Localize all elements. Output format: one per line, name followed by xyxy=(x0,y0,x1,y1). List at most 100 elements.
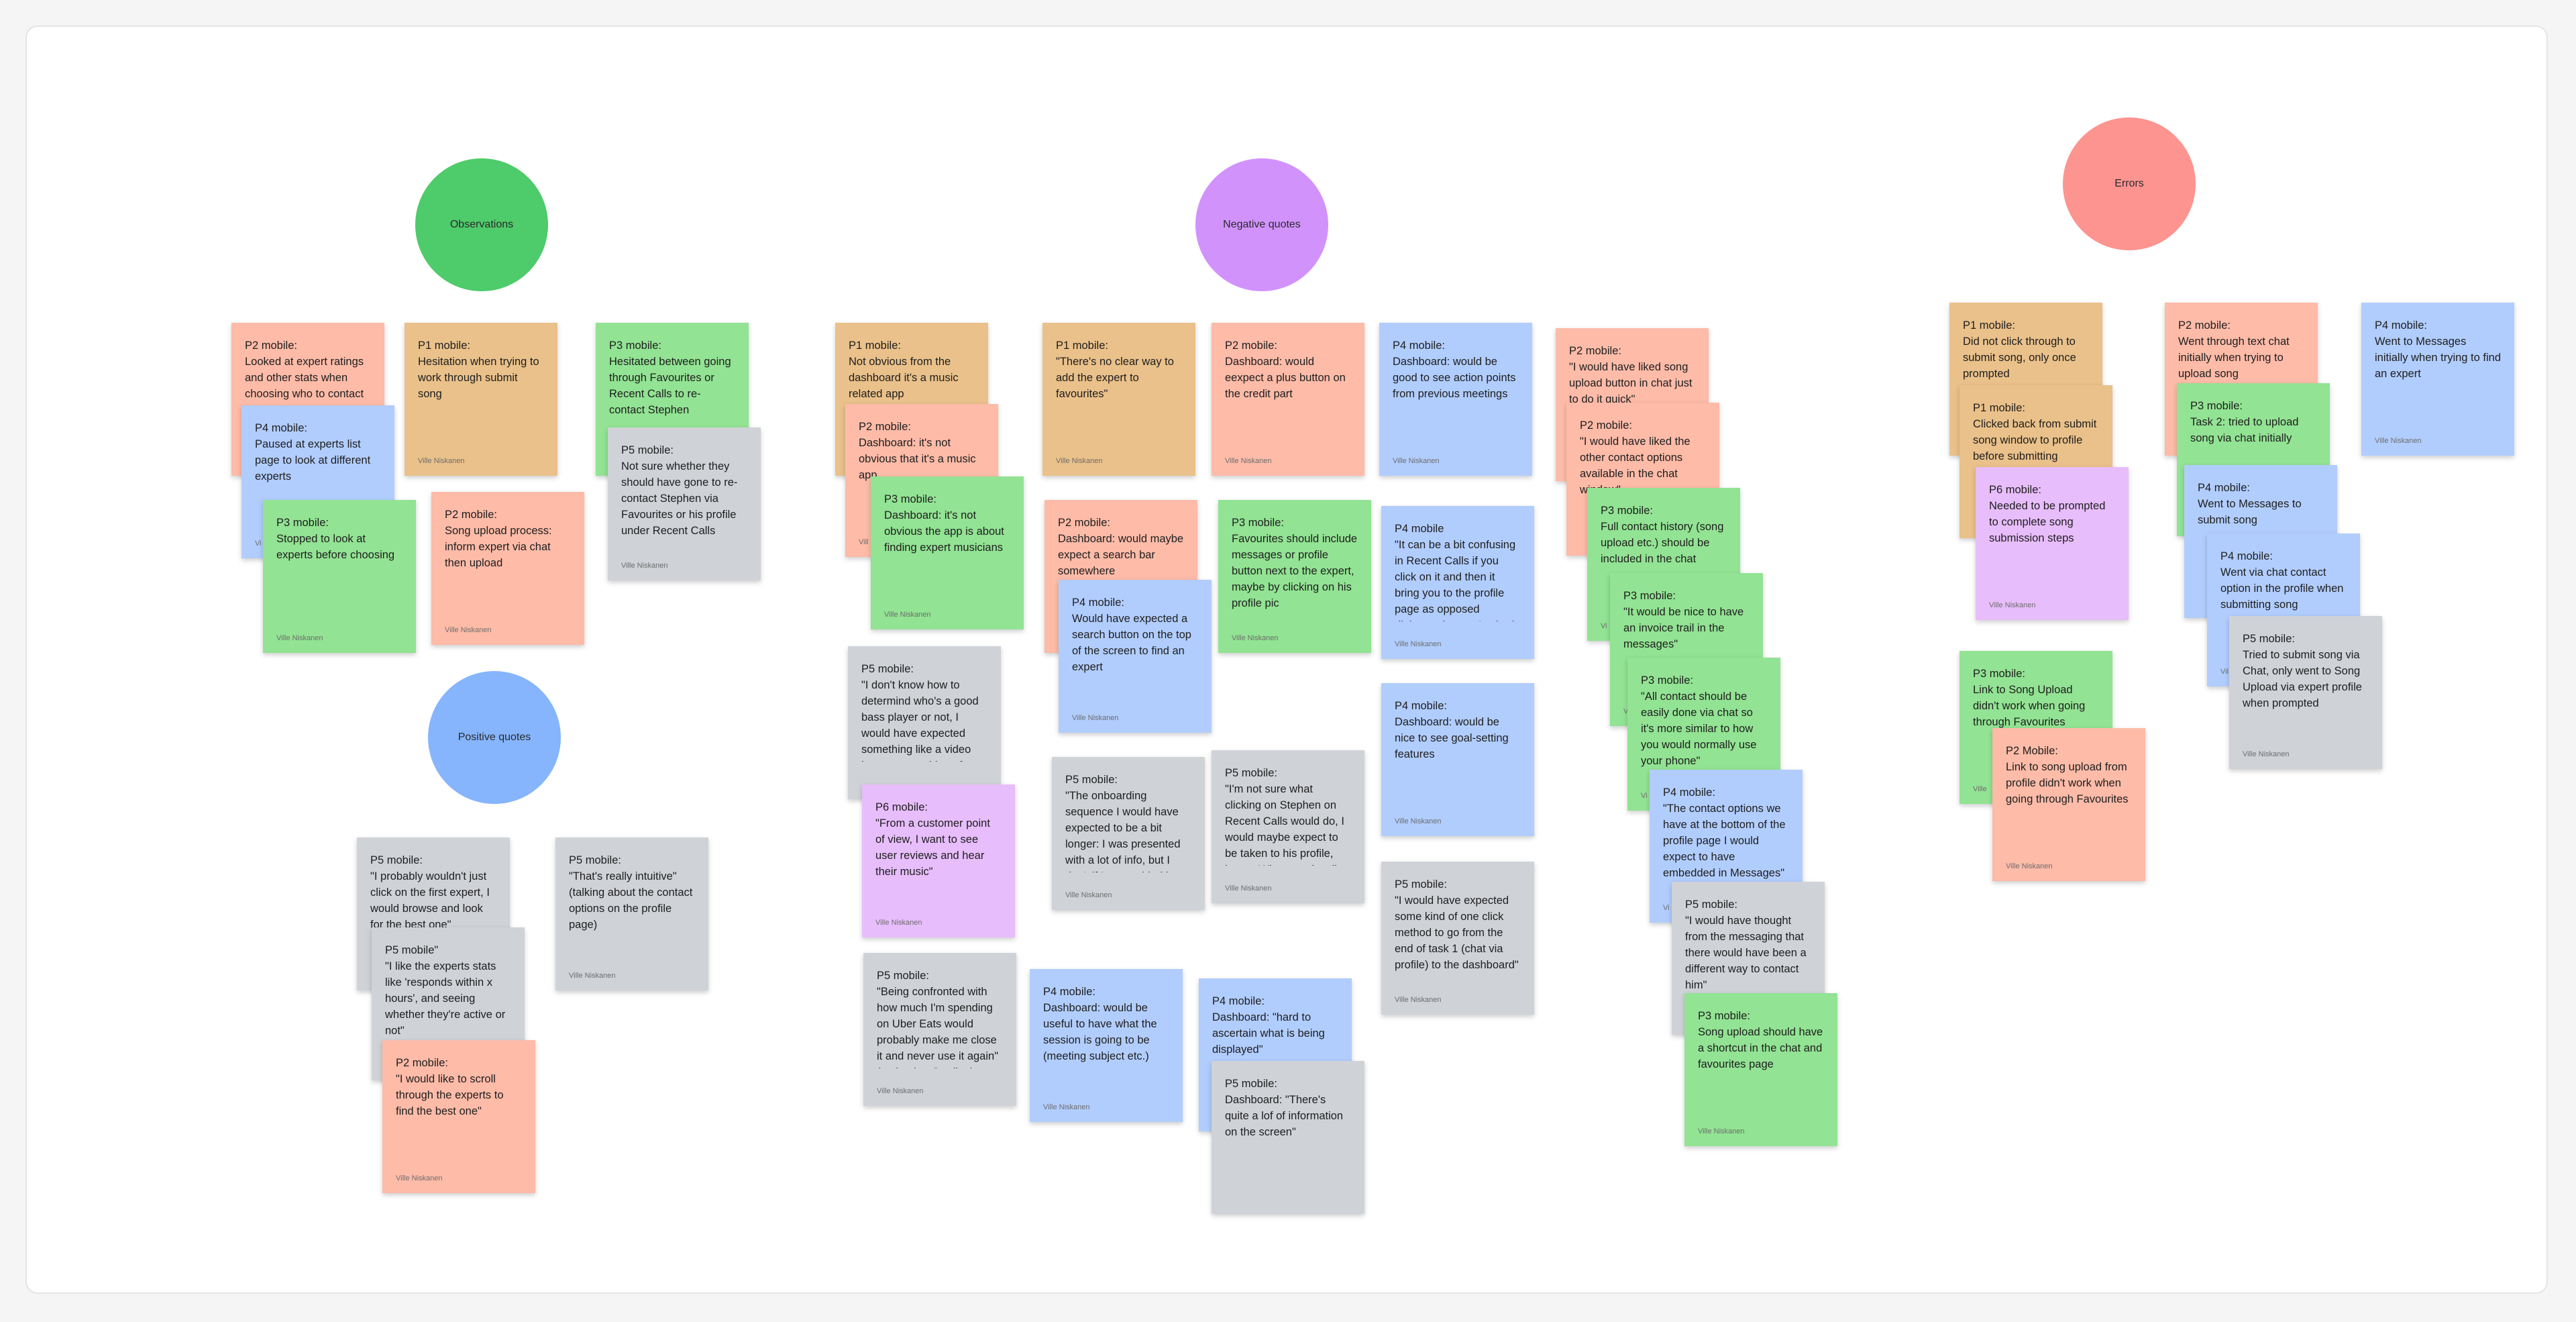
note-author: Vi xyxy=(1641,792,1648,800)
note-text: P5 mobile: "The onboarding sequence I wo… xyxy=(1065,774,1186,872)
circle-label: Negative quotes xyxy=(1223,219,1301,230)
note-text: P4 mobile: Went to Messages initially wh… xyxy=(2375,319,2501,380)
sticky-note[interactable]: P5 mobile: "That's really intuitive" (ta… xyxy=(555,837,708,990)
note-text: P4 mobile: Would have expected a search … xyxy=(1072,597,1191,673)
note-author: Vi xyxy=(1623,707,1630,715)
note-text: P2 mobile: Dashboard: would maybe expect… xyxy=(1058,517,1184,577)
sticky-note[interactable]: P6 mobile: Needed to be prompted to comp… xyxy=(1976,467,2129,620)
note-author: Ville Niskanen xyxy=(1056,457,1103,465)
sticky-note[interactable]: P3 mobile: Song upload should have a sho… xyxy=(1684,993,1837,1146)
sticky-note[interactable]: P2 mobile: Dashboard: would eexpect a pl… xyxy=(1212,323,1364,476)
note-text: P3 mobile: "It would be nice to have an … xyxy=(1623,590,1744,650)
sticky-note[interactable]: P1 mobile: Hesitation when trying to wor… xyxy=(405,323,557,476)
note-author: Ville Niskanen xyxy=(1225,884,1272,893)
sticky-note[interactable]: P3 mobile: Dashboard: it's not obvious t… xyxy=(871,476,1024,629)
note-text: P5 mobile: "I don't know how to determin… xyxy=(861,663,979,762)
note-text: P4 mobile: Went via chat contact option … xyxy=(2220,550,2344,611)
note-author: Ville Niskanen xyxy=(2243,750,2290,758)
note-author: Ville Niskanen xyxy=(1065,891,1112,899)
note-author: Ville Niskanen xyxy=(418,457,465,465)
note-text: P5 mobile: Dashboard: "There's quite a l… xyxy=(1225,1078,1344,1138)
sticky-note[interactable]: P4 mobile: Would have expected a search … xyxy=(1059,580,1212,733)
note-author: Vil xyxy=(2220,668,2229,676)
note-author: Ville Niskanen xyxy=(1043,1103,1090,1111)
note-text: P4 mobile: Dashboard: would be useful to… xyxy=(1043,986,1157,1062)
note-author: Ville Niskanen xyxy=(1698,1127,1745,1135)
note-text: P2 mobile: Dashboard: would eexpect a pl… xyxy=(1225,340,1346,400)
sticky-note[interactable]: P5 mobile: Dashboard: "There's quite a l… xyxy=(1212,1061,1364,1214)
note-text: P2 Mobile: Link to song upload from prof… xyxy=(2006,745,2129,805)
note-text: P3 mobile: "All contact should be easily… xyxy=(1641,674,1757,767)
sticky-note[interactable]: P1 mobile: "There's no clear way to add … xyxy=(1042,323,1195,476)
negative-quotes-header[interactable]: Negative quotes xyxy=(1195,158,1328,291)
note-text: P4 mobile: Dashboard: "hard to ascertain… xyxy=(1212,995,1325,1056)
note-text: P2 mobile: Song upload process: inform e… xyxy=(445,509,552,569)
note-text: P4 mobile "It can be a bit confusing in … xyxy=(1395,523,1516,621)
note-text: P4 mobile: Paused at experts list page t… xyxy=(255,422,371,482)
positive-quotes-header[interactable]: Positive quotes xyxy=(428,671,561,804)
sticky-note[interactable]: P2 mobile: "I would like to scroll throu… xyxy=(382,1040,535,1193)
note-author: Ville Niskanen xyxy=(1395,640,1442,648)
sticky-note[interactable]: P3 mobile: Favourites should include mes… xyxy=(1218,500,1371,653)
note-text: P5 mobile" "I like the experts stats lik… xyxy=(385,944,506,1037)
note-author: Ville Niskanen xyxy=(1072,714,1119,722)
note-text: P5 mobile: "That's really intuitive" (ta… xyxy=(569,854,693,931)
sticky-note[interactable]: P4 mobile: Dashboard: would be nice to s… xyxy=(1381,683,1534,836)
sticky-note[interactable]: P5 mobile: "I don't know how to determin… xyxy=(848,646,1001,799)
sticky-note[interactable]: P4 mobile: Dashboard: would be useful to… xyxy=(1030,969,1183,1122)
sticky-note[interactable]: P5 mobile: "The onboarding sequence I wo… xyxy=(1052,757,1205,910)
sticky-note[interactable]: P4 mobile "It can be a bit confusing in … xyxy=(1381,506,1534,659)
note-text: P3 mobile: Task 2: tried to upload song … xyxy=(2190,400,2299,444)
note-author: Ville xyxy=(1973,785,1987,793)
note-text: P2 mobile: Dashboard: it's not obvious t… xyxy=(859,421,976,481)
note-text: P4 mobile: Dashboard: would be good to s… xyxy=(1393,340,1516,400)
note-author: Ville Niskanen xyxy=(396,1174,443,1182)
note-author: Ville Niskanen xyxy=(1395,817,1442,825)
note-author: Vi xyxy=(1601,622,1607,630)
circle-label: Errors xyxy=(2114,178,2144,189)
note-author: Ville Niskanen xyxy=(569,972,616,980)
note-text: P2 mobile: "I would have liked the other… xyxy=(1580,419,1690,496)
circle-label: Observations xyxy=(449,219,514,230)
note-text: P2 mobile: Looked at expert ratings and … xyxy=(245,340,364,400)
note-text: P5 mobile: "I'm not sure what clicking o… xyxy=(1225,767,1344,866)
note-author: Ville Niskanen xyxy=(877,1087,924,1095)
note-text: P1 mobile: Did not click through to subm… xyxy=(1963,319,2076,380)
note-author: Ville Niskanen xyxy=(884,611,931,619)
circle-label: Positive quotes xyxy=(458,731,531,743)
note-text: P3 mobile: Song upload should have a sho… xyxy=(1698,1010,1823,1070)
observations-header[interactable]: Observations xyxy=(415,158,548,291)
sticky-note[interactable]: P5 mobile: "I'm not sure what clicking o… xyxy=(1212,750,1364,903)
note-author: Vill xyxy=(859,538,869,546)
note-text: P4 mobile: Went to Messages to submit so… xyxy=(2198,482,2302,526)
sticky-note[interactable]: P2 mobile: Song upload process: inform e… xyxy=(431,492,584,645)
sticky-note[interactable]: P4 mobile: Dashboard: would be good to s… xyxy=(1379,323,1532,476)
sticky-note[interactable]: P6 mobile: "From a customer point of vie… xyxy=(862,784,1015,937)
note-text: P3 mobile: Stopped to look at experts be… xyxy=(276,517,395,561)
sticky-note[interactable]: P5 mobile: "I would have expected some k… xyxy=(1381,862,1534,1015)
note-author: Ville Niskanen xyxy=(1225,457,1272,465)
note-text: P4 mobile: "The contact options we have … xyxy=(1663,786,1786,879)
note-author: Ville Niskanen xyxy=(1395,996,1442,1004)
note-author: Vi xyxy=(1663,904,1670,912)
note-text: P5 mobile: "I would have expected some k… xyxy=(1395,878,1519,971)
sticky-note[interactable]: P5 mobile: Tried to submit song via Chat… xyxy=(2229,616,2382,769)
note-text: P1 mobile: Clicked back from submit song… xyxy=(1973,402,2097,462)
note-author: Ville Niskanen xyxy=(1232,634,1279,642)
note-author: Ville Niskanen xyxy=(276,634,323,642)
note-text: P5 mobile: "Being confronted with how mu… xyxy=(877,970,999,1068)
note-author: Ville Niskanen xyxy=(445,626,492,634)
note-text: P3 mobile: Favourites should include mes… xyxy=(1232,517,1358,609)
sticky-note[interactable]: P3 mobile: Stopped to look at experts be… xyxy=(263,500,416,653)
sticky-note[interactable]: P2 Mobile: Link to song upload from prof… xyxy=(1992,728,2145,881)
sticky-note[interactable]: P4 mobile: Went to Messages initially wh… xyxy=(2361,303,2514,456)
sticky-note[interactable]: P5 mobile: "Being confronted with how mu… xyxy=(863,953,1016,1106)
note-text: P2 mobile: "I would have liked song uplo… xyxy=(1569,345,1693,405)
sticky-note[interactable]: P5 mobile: Not sure whether they should … xyxy=(608,427,761,580)
note-author: Ville Niskanen xyxy=(2006,862,2053,870)
errors-header[interactable]: Errors xyxy=(2063,117,2196,250)
note-author: Ville Niskanen xyxy=(2375,437,2422,445)
note-text: P4 mobile: Dashboard: would be nice to s… xyxy=(1395,700,1509,760)
note-text: P5 mobile: Not sure whether they should … xyxy=(621,444,738,537)
note-text: P6 mobile: "From a customer point of vie… xyxy=(875,801,990,878)
